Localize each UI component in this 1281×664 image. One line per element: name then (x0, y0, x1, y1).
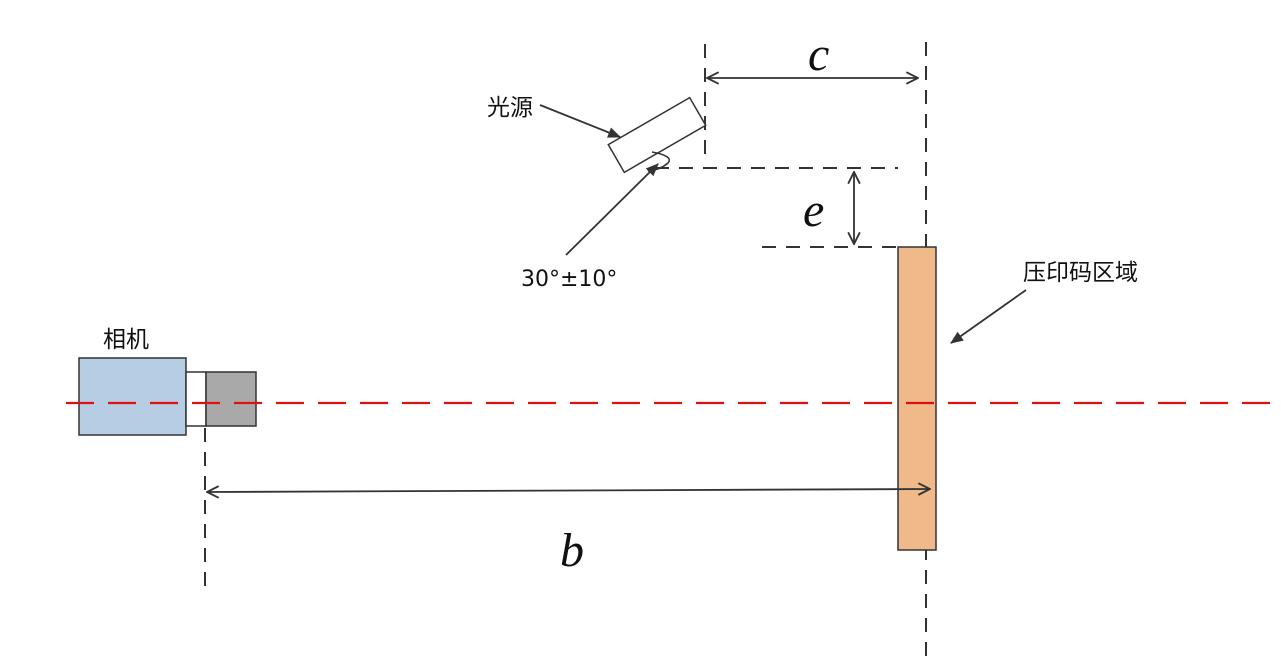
camera-lens (205, 371, 257, 427)
angle-leader (565, 163, 659, 256)
angle-label: 30°±10° (521, 267, 617, 292)
imprint-area-label: 压印码区域 (1023, 260, 1138, 286)
camera-lens-mount (185, 371, 207, 427)
camera-body (78, 357, 187, 436)
light-source-leader (539, 104, 622, 138)
dimension-c-label: c (808, 28, 829, 81)
imprint-area (897, 246, 937, 551)
dimension-e-label: e (803, 184, 824, 237)
dimension-b-arrow (207, 489, 930, 492)
light-source (607, 96, 707, 174)
dimension-b-label: b (560, 524, 584, 577)
light-source-label: 光源 (487, 95, 533, 121)
imprint-area-leader (950, 289, 1027, 344)
camera-label: 相机 (103, 327, 149, 353)
